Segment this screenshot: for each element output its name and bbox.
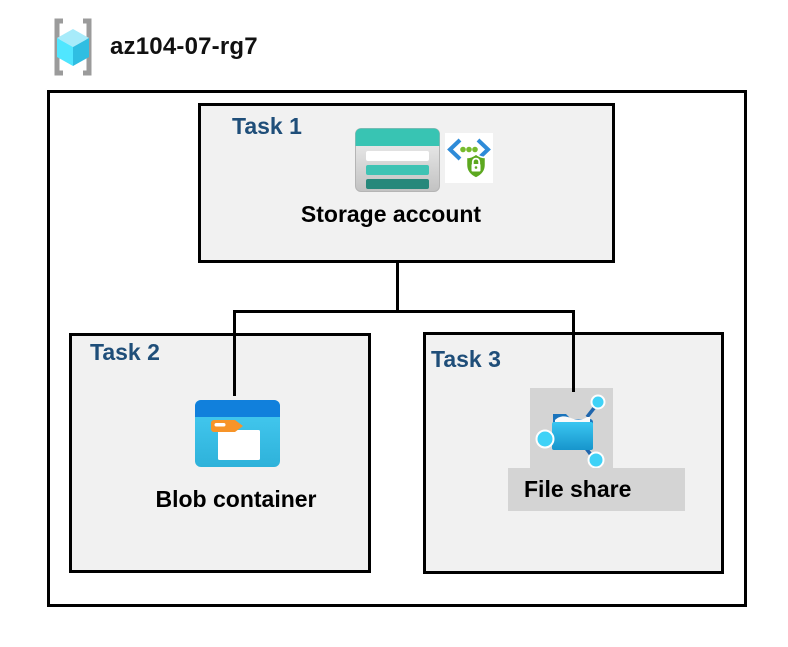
- task1-label: Task 1: [232, 113, 302, 139]
- storage-account-icon: [355, 128, 440, 192]
- task3-resource-label: File share: [524, 476, 632, 502]
- blob-container-icon: [195, 400, 280, 467]
- task2-resource-label: Blob container: [155, 486, 317, 512]
- file-share-label-highlight: File share: [508, 468, 685, 511]
- resource-group-icon: [54, 18, 92, 76]
- task2-box: Task 2 Blob container: [69, 333, 371, 573]
- file-share-icon: [535, 394, 606, 469]
- connector-to-task2: [233, 310, 236, 396]
- connector-horizontal: [233, 310, 575, 313]
- api-security-icon: [445, 133, 493, 183]
- task3-label: Task 3: [431, 346, 501, 372]
- resource-group-name: az104-07-rg7: [110, 33, 258, 60]
- connector-to-task3: [572, 310, 575, 392]
- task1-resource-label: Storage account: [300, 201, 482, 227]
- task1-box: Task 1 Storage account: [198, 103, 615, 263]
- task2-label: Task 2: [90, 339, 160, 365]
- connector-task1-stem: [396, 263, 399, 312]
